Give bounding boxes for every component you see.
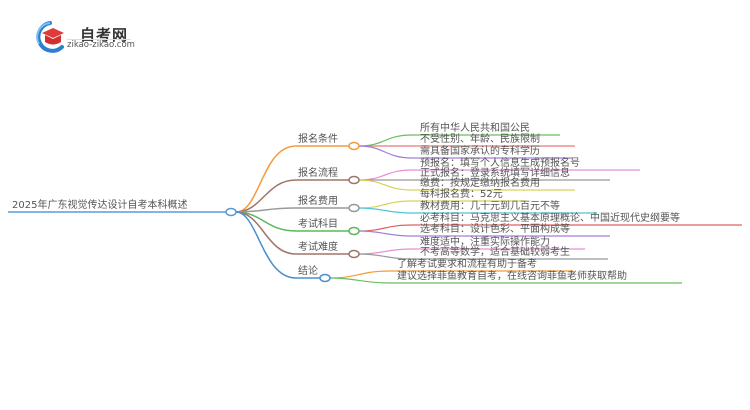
branch-exam-difficulty[interactable]: 考试难度 (298, 242, 338, 253)
leaf-node[interactable]: 不受性别、年龄、民族限制 (420, 134, 540, 145)
leaf-node[interactable]: 正式报名：登录系统填写详细信息 (420, 168, 570, 179)
leaf-node[interactable]: 缴费：按规定缴纳报名费用 (420, 178, 540, 189)
leaf-node[interactable]: 必考科目：马克思主义基本原理概论、中国近现代史纲要等 (420, 213, 680, 224)
leaf-node[interactable]: 预报名：填写个人信息生成预报名号 (420, 158, 580, 169)
leaf-node[interactable]: 选考科目：设计色彩、平面构成等 (420, 224, 570, 235)
branch-registration-fees[interactable]: 报名费用 (298, 196, 338, 207)
logo-divider (67, 39, 131, 40)
leaf-node[interactable]: 不考高等数学，适合基础较弱考生 (420, 247, 570, 258)
leaf-node[interactable]: 所有中华人民共和国公民 (420, 123, 530, 134)
branch-conclusion[interactable]: 结论 (298, 266, 318, 277)
logo[interactable] (30, 20, 140, 54)
leaf-node[interactable]: 需具备国家承认的专科学历 (420, 146, 540, 157)
leaf-node[interactable]: 建议选择菲鱼教育自考，在线咨询菲鱼老师获取帮助 (397, 271, 627, 282)
root-node[interactable]: 2025年广东视觉传达设计自考本科概述 (12, 200, 188, 211)
graduation-cap-icon (36, 21, 64, 53)
leaf-node[interactable]: 每科报名费：52元 (420, 189, 503, 200)
leaf-node[interactable]: 了解考试要求和流程有助于备考 (397, 259, 537, 270)
branch-exam-subjects[interactable]: 考试科目 (298, 219, 338, 230)
branch-registration-process[interactable]: 报名流程 (298, 168, 338, 179)
branch-registration-conditions[interactable]: 报名条件 (298, 134, 338, 145)
leaf-node[interactable]: 教材费用：几十元到几百元不等 (420, 201, 560, 212)
leaf-node[interactable]: 难度适中，注重实际操作能力 (420, 237, 550, 248)
logo-url: zikao-zikao.com (67, 40, 135, 50)
